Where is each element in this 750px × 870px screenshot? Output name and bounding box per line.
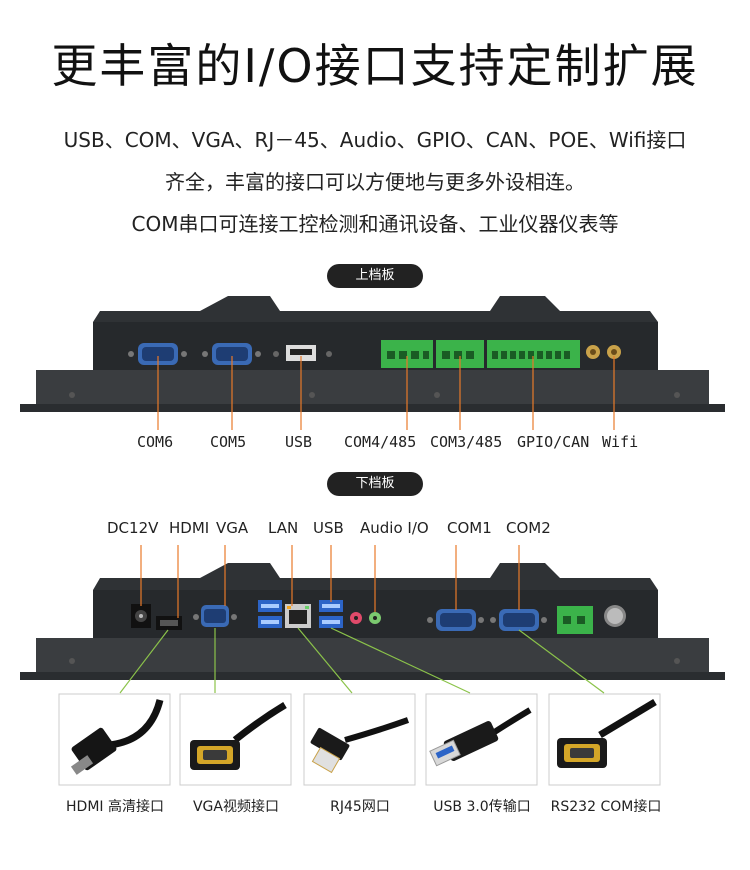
audio-jack-icon bbox=[350, 612, 381, 624]
screw-icon bbox=[69, 658, 75, 664]
label-usb-bottom: USB bbox=[313, 519, 344, 537]
page-title: 更丰富的I/O接口支持定制扩展 bbox=[51, 39, 699, 93]
caption-rs232: RS232 COM接口 bbox=[550, 799, 662, 815]
label-audio-io: Audio I/O bbox=[360, 519, 429, 537]
vga-port-icon bbox=[193, 605, 237, 627]
dc-jack-icon bbox=[131, 604, 151, 628]
usb-stack-icon bbox=[319, 600, 343, 628]
bottom-panel-badge: 下档板 bbox=[327, 472, 423, 496]
label-com6: COM6 bbox=[137, 433, 174, 451]
label-usb-top: USB bbox=[285, 433, 313, 451]
label-com2: COM2 bbox=[506, 519, 551, 537]
rj45-cable-icon bbox=[310, 717, 410, 774]
caption-rj45: RJ45网口 bbox=[330, 799, 390, 815]
top-panel-image bbox=[20, 296, 725, 430]
caption-hdmi: HDMI 高清接口 bbox=[66, 799, 164, 815]
rs232-cable-icon bbox=[557, 698, 657, 768]
label-dc12v: DC12V bbox=[107, 519, 159, 537]
hdmi-port-icon bbox=[156, 616, 182, 630]
description-line-2: 齐全，丰富的接口可以方便地与更多外设相连。 bbox=[165, 170, 585, 194]
power-terminal-icon bbox=[557, 606, 593, 634]
usb-cable-icon bbox=[429, 707, 532, 767]
label-wifi: Wifi bbox=[602, 433, 639, 451]
label-vga: VGA bbox=[216, 519, 249, 537]
screw-icon bbox=[434, 392, 440, 398]
top-panel-badge: 上档板 bbox=[327, 264, 423, 288]
wifi-antenna-icon bbox=[586, 345, 621, 359]
label-lan: LAN bbox=[268, 519, 299, 537]
usb-stack-icon bbox=[258, 600, 282, 628]
hdmi-cable-icon bbox=[70, 699, 164, 775]
usb-port-icon bbox=[286, 345, 316, 361]
com1-port-icon bbox=[427, 609, 484, 631]
screw-icon bbox=[69, 392, 75, 398]
lan-port-icon bbox=[285, 604, 311, 628]
label-com5: COM5 bbox=[210, 433, 247, 451]
com2-port-icon bbox=[490, 609, 547, 631]
label-hdmi: HDMI bbox=[169, 519, 210, 537]
power-button-icon bbox=[604, 605, 626, 627]
vga-cable-icon bbox=[190, 701, 287, 770]
caption-vga: VGA视频接口 bbox=[192, 799, 279, 815]
label-com1: COM1 bbox=[447, 519, 492, 537]
label-gpio-can: GPIO/CAN bbox=[517, 433, 590, 451]
label-com4-485: COM4/485 bbox=[344, 433, 417, 451]
screw-icon bbox=[309, 392, 315, 398]
description-line-1: USB、COM、VGA、RJ－45、Audio、GPIO、CAN、POE、Wif… bbox=[63, 128, 687, 152]
com6-port-icon bbox=[128, 343, 187, 365]
caption-usb3: USB 3.0传输口 bbox=[433, 799, 531, 815]
screw-icon bbox=[674, 658, 680, 664]
description-line-3: COM串口可连接工控检测和通讯设备、工业仪器仪表等 bbox=[131, 212, 619, 236]
com5-port-icon bbox=[202, 343, 261, 365]
label-com3-485: COM3/485 bbox=[430, 433, 503, 451]
screw-icon bbox=[674, 392, 680, 398]
